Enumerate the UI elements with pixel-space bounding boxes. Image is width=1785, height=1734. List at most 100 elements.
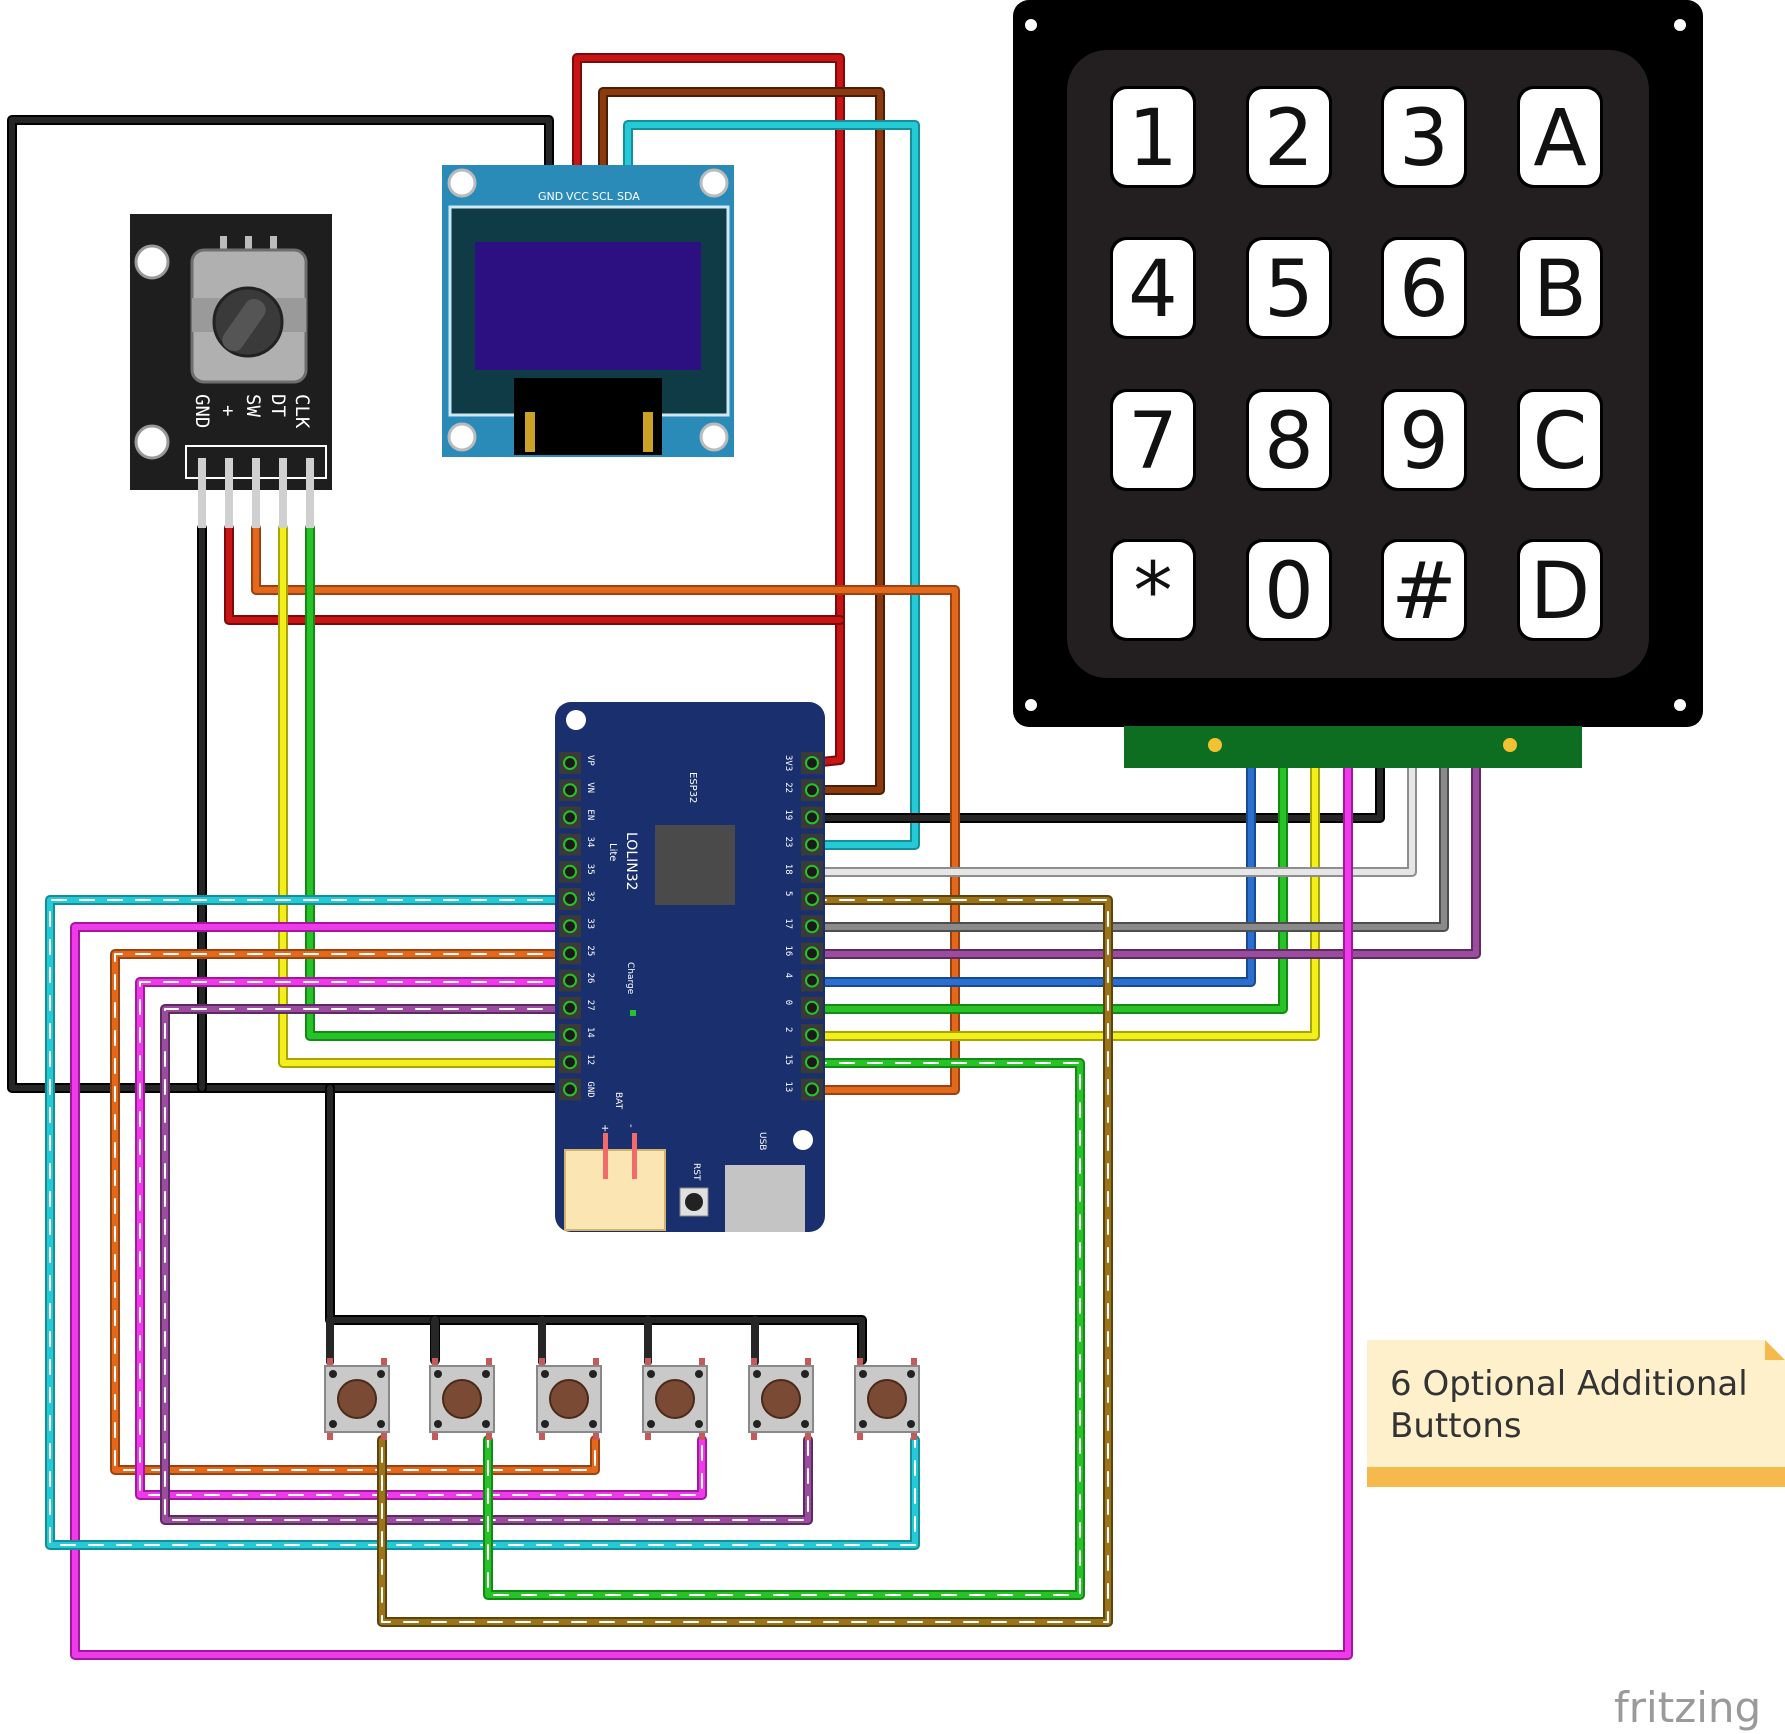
header-pin[interactable] [563, 919, 577, 934]
header-pin[interactable] [563, 973, 577, 988]
header-pin[interactable] [563, 1000, 577, 1015]
oled-ribbon-tab [525, 412, 535, 452]
push-button[interactable] [854, 1358, 920, 1440]
board-pin-label: 2 [783, 1027, 793, 1032]
board-pcb [555, 702, 825, 1232]
button-corner [753, 1370, 761, 1378]
header-pin[interactable] [563, 756, 577, 770]
button-corner [377, 1370, 385, 1378]
header-pin[interactable] [563, 892, 577, 906]
keypad-key[interactable]: 6 [1381, 237, 1467, 339]
button-cap [761, 1379, 801, 1419]
wire-yellow-keypad-2 [807, 740, 1320, 1041]
board-pin-label: EN [585, 809, 595, 820]
note-line-1: 6 Optional Additional [1390, 1364, 1748, 1404]
header-pin[interactable] [563, 946, 577, 961]
button-corner [859, 1370, 867, 1378]
keypad-key-cap [1113, 240, 1193, 336]
note-corner [1765, 1340, 1785, 1360]
header-pin[interactable] [805, 1055, 819, 1070]
keypad-key[interactable]: D [1517, 539, 1603, 641]
keypad-key[interactable]: 4 [1110, 237, 1196, 339]
reset-button[interactable] [679, 1187, 709, 1217]
button-corner [541, 1420, 549, 1428]
header-pin[interactable] [805, 892, 819, 906]
button-corner [907, 1370, 915, 1378]
keypad-key-cap [1520, 89, 1600, 185]
button-corner [801, 1420, 809, 1428]
button-corner [329, 1420, 337, 1428]
keypad-key[interactable]: 3 [1381, 86, 1467, 188]
header-pin[interactable] [563, 1028, 577, 1042]
push-button[interactable] [642, 1358, 708, 1440]
keypad-key[interactable]: 7 [1110, 389, 1196, 491]
button-corner [753, 1420, 761, 1428]
keypad-key-cap [1384, 542, 1464, 638]
keypad-key-cap [1249, 392, 1329, 488]
button-corner [329, 1370, 337, 1378]
keypad-key[interactable]: 9 [1381, 389, 1467, 491]
push-button[interactable] [324, 1358, 390, 1440]
header-pin[interactable] [805, 810, 819, 825]
battery-connector [564, 1149, 666, 1231]
keypad-key[interactable]: C [1517, 389, 1603, 491]
keypad-key[interactable]: 5 [1246, 237, 1332, 339]
oled-mount-hole [699, 422, 729, 452]
keypad-key-label: # [1391, 547, 1456, 637]
esp32-chip [655, 825, 735, 905]
header-pin[interactable] [563, 864, 577, 879]
button-corner [647, 1370, 655, 1378]
oled-mount-hole [699, 168, 729, 198]
header-pin[interactable] [805, 1000, 819, 1015]
keypad-key-cap [1520, 392, 1600, 488]
wires [7, 53, 1481, 1660]
header-pin[interactable] [805, 783, 819, 798]
header-pin[interactable] [805, 973, 819, 988]
header-pin[interactable] [805, 919, 819, 934]
keypad-key-cap [1249, 542, 1329, 638]
wire-orange-opt-25-dash [114, 953, 596, 1471]
keypad-key[interactable]: 0 [1246, 539, 1332, 641]
keypad-key[interactable]: * [1110, 539, 1196, 641]
header-pin[interactable] [805, 756, 819, 770]
encoder-pin-top [220, 236, 227, 250]
keypad-key-label: 7 [1128, 397, 1178, 487]
keypad-key[interactable]: 8 [1246, 389, 1332, 491]
button-corner [589, 1420, 597, 1428]
encoder-pin-top [270, 236, 277, 250]
board-pin-label: 17 [783, 918, 793, 929]
keypad-screw [1674, 19, 1686, 31]
push-button[interactable] [429, 1358, 495, 1440]
button-corner [695, 1370, 703, 1378]
wire-yellow-keypad-2-inner [809, 742, 1318, 1039]
header-pin[interactable] [563, 783, 577, 798]
header-pin[interactable] [563, 1055, 577, 1070]
push-button[interactable] [748, 1358, 814, 1440]
button-corner [695, 1420, 703, 1428]
keypad-face [1067, 50, 1649, 678]
push-buttons [324, 1358, 920, 1440]
header-pin[interactable] [805, 864, 819, 879]
keypad-key[interactable]: # [1381, 539, 1467, 641]
keypad-key[interactable]: 2 [1246, 86, 1332, 188]
header-pin[interactable] [563, 1082, 577, 1097]
header-pin[interactable] [805, 1028, 819, 1042]
wire-purple-opt-27-inner [162, 1006, 811, 1523]
keypad-key-label: 6 [1399, 245, 1449, 335]
header-pin[interactable] [563, 837, 577, 852]
keypad-key[interactable]: A [1517, 86, 1603, 188]
header-pin[interactable] [805, 1082, 819, 1097]
keypad-key[interactable]: 1 [1110, 86, 1196, 188]
header-pin[interactable] [805, 837, 819, 852]
wire-grey-keypad-17-inner [809, 742, 1447, 930]
header-pin[interactable] [563, 810, 577, 825]
board-pin-label: 15 [783, 1054, 793, 1065]
push-button[interactable] [536, 1358, 602, 1440]
keypad-key[interactable]: B [1517, 237, 1603, 339]
board-pin-label: 25 [585, 945, 595, 956]
header-pin[interactable] [805, 946, 819, 961]
oled-display-module: GND VCC SCL SDA [442, 165, 734, 457]
board-pin-label: 14 [585, 1027, 595, 1038]
